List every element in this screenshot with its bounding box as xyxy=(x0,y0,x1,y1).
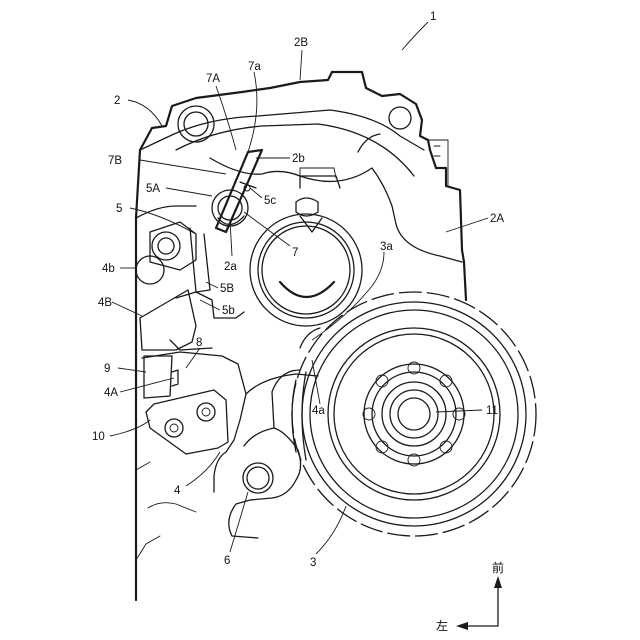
label-2a: 2a xyxy=(224,261,237,273)
label-4b: 4b xyxy=(102,263,115,275)
arrow-left-icon xyxy=(456,622,468,630)
label-8: 8 xyxy=(196,337,202,349)
label-5b: 5b xyxy=(222,305,235,317)
case-outline xyxy=(136,72,466,600)
label-5B: 5B xyxy=(220,283,234,295)
label-7: 7 xyxy=(292,247,298,259)
bearing-balls xyxy=(363,362,465,466)
label-7A: 7A xyxy=(206,73,220,85)
label-2B: 2B xyxy=(294,37,308,49)
label-4A: 4A xyxy=(104,387,118,399)
direction-indicator: 前 左 xyxy=(436,560,504,633)
label-11: 11 xyxy=(486,405,498,417)
label-3: 3 xyxy=(310,557,316,569)
reference-labels: 1 2B 2 7A 7a 7B 2b 5A 5c 5 2A 3a 7 2a 4b… xyxy=(92,11,504,569)
bracket-assembly xyxy=(144,356,228,454)
label-3a: 3a xyxy=(380,241,393,253)
label-1: 1 xyxy=(430,11,436,23)
label-4a: 4a xyxy=(312,405,325,417)
label-10: 10 xyxy=(92,431,105,443)
shaft xyxy=(243,463,273,493)
label-7a: 7a xyxy=(248,61,261,73)
label-5: 5 xyxy=(116,203,122,215)
direction-forward-label: 前 xyxy=(492,560,504,575)
label-4: 4 xyxy=(174,485,181,497)
label-4B: 4B xyxy=(98,297,112,309)
label-2: 2 xyxy=(114,95,120,107)
spring-cover xyxy=(250,168,362,326)
direction-left-label: 左 xyxy=(436,618,448,633)
label-9: 9 xyxy=(104,363,110,375)
arrow-up-icon xyxy=(494,576,502,588)
label-2A: 2A xyxy=(490,213,504,225)
label-6: 6 xyxy=(224,555,230,567)
label-2b: 2b xyxy=(292,153,305,165)
label-5A: 5A xyxy=(146,183,160,195)
label-5c: 5c xyxy=(264,195,276,207)
label-7B: 7B xyxy=(108,155,122,167)
